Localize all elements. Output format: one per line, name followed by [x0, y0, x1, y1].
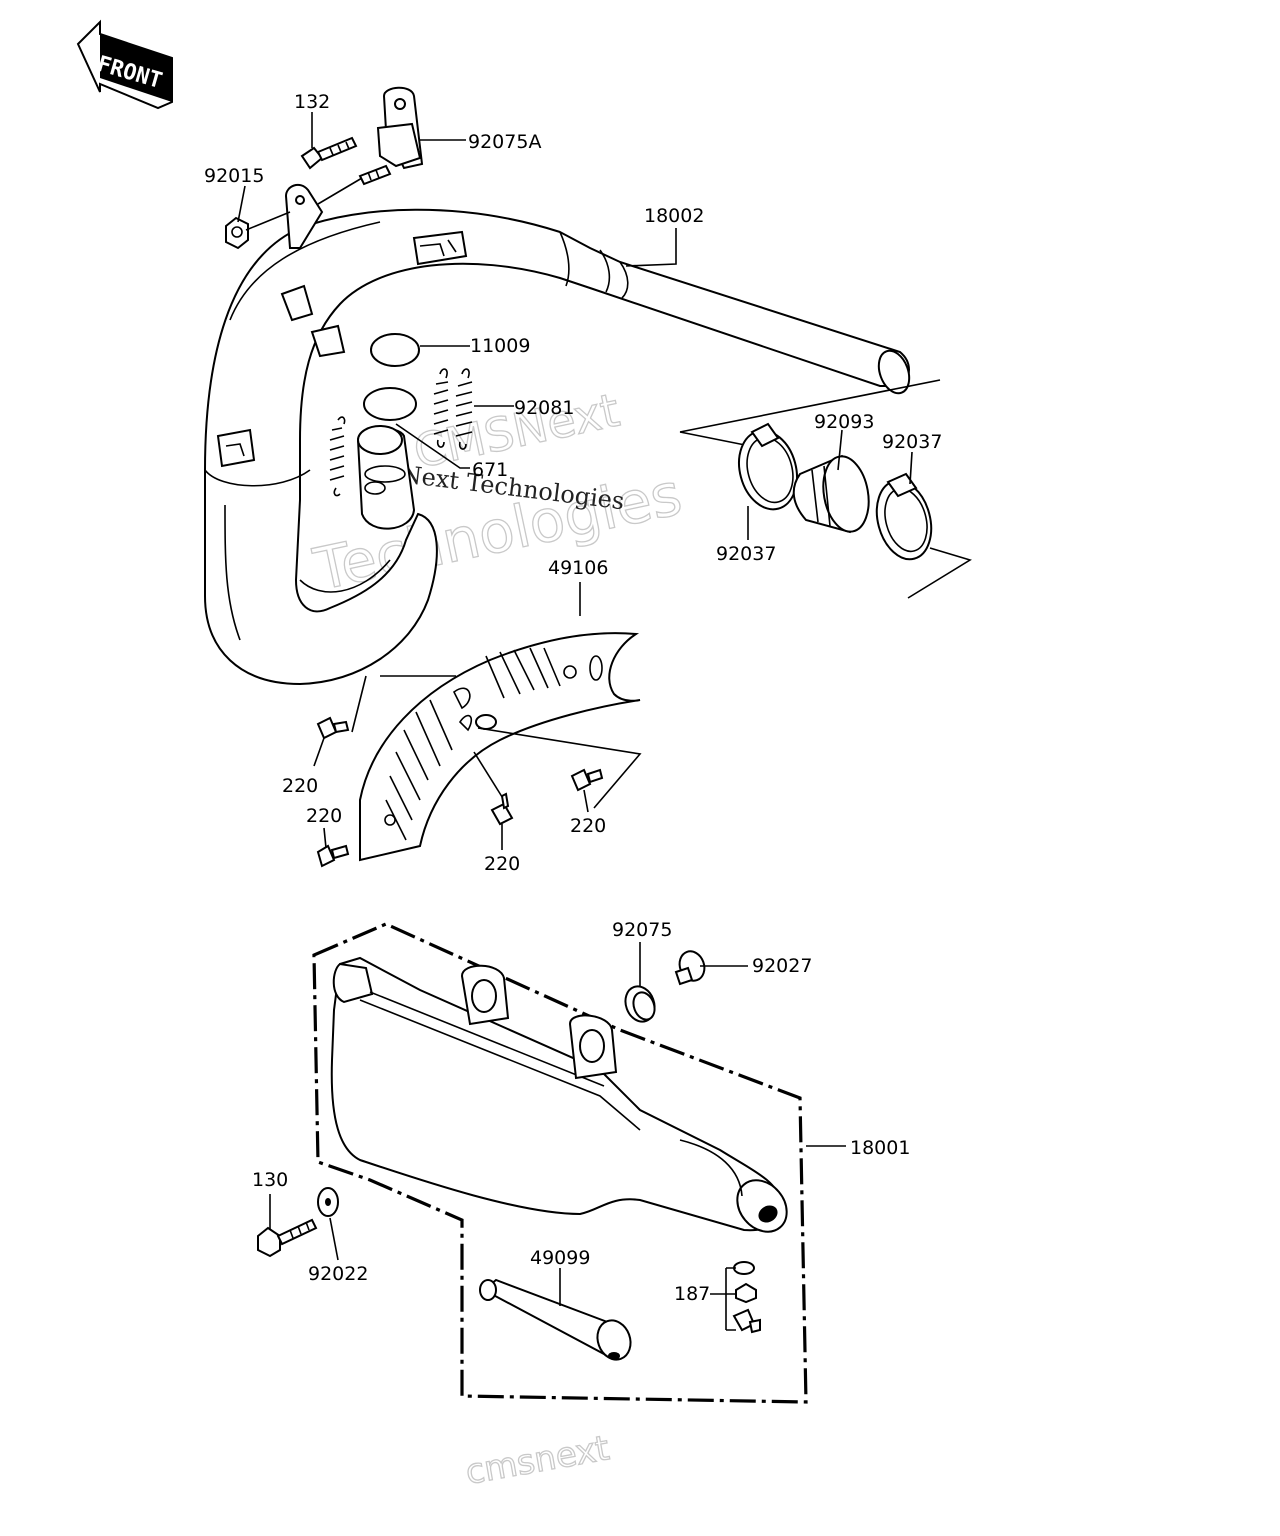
label-187: 187: [674, 1283, 710, 1305]
label-92015: 92015: [204, 165, 264, 187]
label-49106: 49106: [548, 557, 608, 579]
grommet-92075: [624, 985, 656, 1023]
washer-on-guard: [475, 714, 497, 730]
clamp-assembly: [679, 379, 972, 599]
label-92093: 92093: [814, 411, 874, 433]
gasket-11009: [370, 333, 420, 367]
label-130: 130: [252, 1169, 288, 1191]
front-direction-badge: FRONT: [76, 19, 173, 110]
screw-220-c: [490, 792, 514, 826]
springs-92081: [433, 368, 473, 450]
nut-92015: [225, 216, 249, 250]
screw-220-d: [570, 768, 604, 792]
expansion-chamber-18002: [204, 183, 911, 686]
label-220-center: 220: [484, 853, 520, 875]
label-220-right: 220: [570, 815, 606, 837]
label-671: 671: [472, 459, 508, 481]
label-92081: 92081: [514, 397, 574, 419]
screw-220-a: [316, 716, 350, 740]
screw-set-187: [732, 1261, 761, 1334]
label-18002: 18002: [644, 205, 704, 227]
bolt-130: [257, 1218, 318, 1258]
muffler-18001: [330, 956, 788, 1233]
gasket-671: [363, 387, 417, 421]
heat-guard-49106: [351, 632, 642, 862]
part-labels: 132 92075A 92015 18002 11009 92081 671 9…: [204, 91, 942, 1305]
label-92022: 92022: [308, 1263, 368, 1285]
label-11009: 11009: [470, 335, 530, 357]
label-132: 132: [294, 91, 330, 113]
bolt-132: [300, 136, 358, 170]
mount-rubber-92075A: [358, 86, 424, 186]
screw-220-b: [316, 844, 350, 868]
muffler-assembly-box: [312, 922, 808, 1404]
leader-lines: [237, 112, 913, 1331]
collar-92027: [674, 950, 706, 986]
label-92037-left: 92037: [716, 543, 776, 565]
label-18001: 18001: [850, 1137, 910, 1159]
label-92075: 92075: [612, 919, 672, 941]
label-92037-right: 92037: [882, 431, 942, 453]
label-220-left-bottom: 220: [306, 805, 342, 827]
washer-92022: [317, 1187, 339, 1217]
pipe-49099: [479, 1278, 632, 1361]
label-220-left-top: 220: [282, 775, 318, 797]
label-92075A: 92075A: [468, 131, 541, 153]
label-92027: 92027: [752, 955, 812, 977]
watermark-bottom: cmsnext: [463, 1428, 613, 1493]
label-49099: 49099: [530, 1247, 590, 1269]
